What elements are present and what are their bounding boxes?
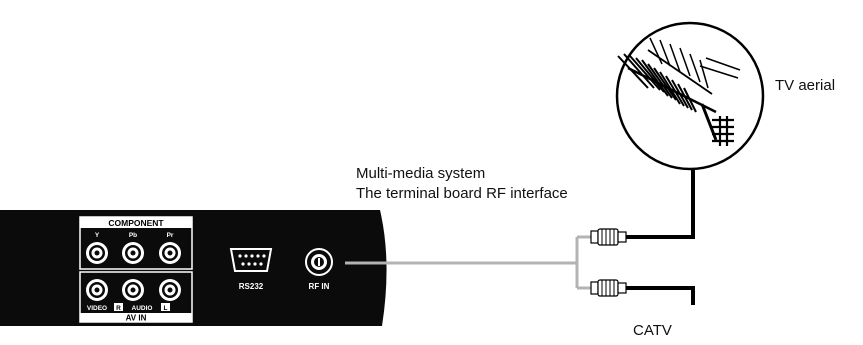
aerial-cable bbox=[626, 166, 695, 239]
jack-label-y: Y bbox=[95, 232, 100, 239]
audio-right-badge: R bbox=[116, 305, 121, 312]
jack-label-pr: Pr bbox=[167, 232, 174, 239]
rf-in-label: RF IN bbox=[309, 282, 330, 291]
rca-jack-pb bbox=[122, 242, 144, 264]
coax-connector-catv bbox=[590, 279, 627, 297]
rca-jack-pr bbox=[159, 242, 181, 264]
catv-label: CATV bbox=[633, 322, 672, 339]
av-in-header: AV IN bbox=[126, 314, 147, 323]
device-rear-panel: COMPONENT Y Pb Pr AV IN bbox=[0, 210, 387, 326]
catv-cable bbox=[626, 286, 695, 305]
coax-connector-aerial bbox=[590, 228, 627, 246]
av-in-block: AV IN VIDEO R AUDIO L bbox=[79, 271, 193, 323]
component-header: COMPONENT bbox=[108, 218, 164, 228]
audio-label: AUDIO bbox=[132, 305, 153, 312]
audio-left-badge: L bbox=[164, 305, 168, 312]
rs232-label: RS232 bbox=[239, 282, 264, 291]
rs232-port: RS232 bbox=[229, 248, 273, 291]
rca-jack-audio-left bbox=[159, 279, 181, 301]
jack-label-pb: Pb bbox=[129, 232, 137, 239]
feed-cable bbox=[345, 235, 591, 290]
rf-in-port: RF IN bbox=[305, 248, 333, 291]
component-block: COMPONENT Y Pb Pr bbox=[79, 216, 193, 270]
system-label-line1: Multi-media system bbox=[356, 165, 485, 182]
tv-aerial-label: TV aerial bbox=[775, 77, 835, 94]
rca-jack-y bbox=[86, 242, 108, 264]
system-label-line2: The terminal board RF interface bbox=[356, 185, 568, 202]
video-label: VIDEO bbox=[87, 305, 107, 312]
tv-aerial-illustration bbox=[615, 21, 765, 171]
rca-jack-video bbox=[86, 279, 108, 301]
rca-jack-audio-right bbox=[122, 279, 144, 301]
